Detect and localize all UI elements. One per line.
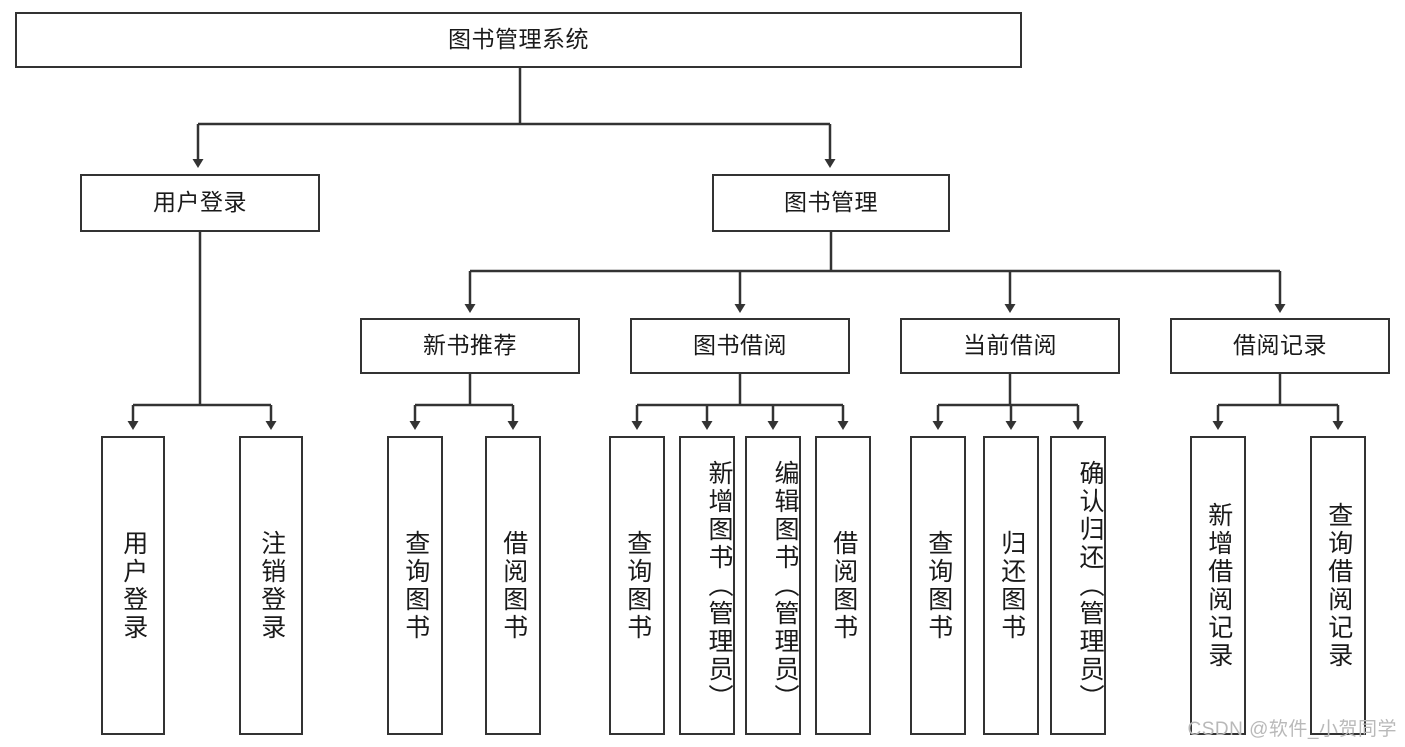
node-book-management-label: 图书管理 [784, 189, 878, 216]
node-leaf-query-borrow-record[interactable]: 查询借阅记录 [1310, 436, 1366, 735]
node-leaf-add-borrow-record[interactable]: 新增借阅记录 [1190, 436, 1246, 735]
node-leaf-query-borrow-record-label: 查询借阅记录 [1324, 501, 1353, 670]
node-leaf-add-borrow-record-label: 新增借阅记录 [1204, 501, 1233, 670]
node-borrow-record[interactable]: 借阅记录 [1170, 318, 1390, 374]
node-leaf-borrow-book-2-label: 借阅图书 [829, 529, 858, 642]
node-leaf-query-book-1-label: 查询图书 [401, 529, 430, 642]
node-leaf-confirm-return-admin[interactable]: 确认归还（管理员） [1050, 436, 1106, 735]
csdn-watermark: CSDN @软件_小贺同学 [1187, 719, 1397, 740]
node-current-borrow[interactable]: 当前借阅 [900, 318, 1120, 374]
node-leaf-query-book-2-label: 查询图书 [623, 529, 652, 642]
node-book-borrow-label: 图书借阅 [693, 332, 787, 359]
node-user-login-label: 用户登录 [153, 189, 247, 216]
node-leaf-user-login-label: 用户登录 [119, 529, 148, 642]
node-book-management[interactable]: 图书管理 [712, 174, 950, 232]
node-new-book-recommend[interactable]: 新书推荐 [360, 318, 580, 374]
node-new-book-recommend-label: 新书推荐 [423, 332, 517, 359]
node-current-borrow-label: 当前借阅 [963, 332, 1057, 359]
node-leaf-add-book-admin-label: 新增图书（管理员） [705, 459, 733, 712]
node-leaf-borrow-book-1[interactable]: 借阅图书 [485, 436, 541, 735]
node-root-label: 图书管理系统 [448, 26, 589, 53]
node-leaf-user-login[interactable]: 用户登录 [101, 436, 165, 735]
node-leaf-edit-book-admin[interactable]: 编辑图书（管理员） [745, 436, 801, 735]
node-leaf-query-book-2[interactable]: 查询图书 [609, 436, 665, 735]
node-leaf-query-book-3-label: 查询图书 [924, 529, 953, 642]
node-leaf-logout-login[interactable]: 注销登录 [239, 436, 303, 735]
node-user-login[interactable]: 用户登录 [80, 174, 320, 232]
node-root[interactable]: 图书管理系统 [15, 12, 1022, 68]
node-leaf-query-book-1[interactable]: 查询图书 [387, 436, 443, 735]
node-leaf-confirm-return-admin-label: 确认归还（管理员） [1076, 459, 1104, 712]
node-book-borrow[interactable]: 图书借阅 [630, 318, 850, 374]
node-leaf-borrow-book-2[interactable]: 借阅图书 [815, 436, 871, 735]
node-leaf-add-book-admin[interactable]: 新增图书（管理员） [679, 436, 735, 735]
node-borrow-record-label: 借阅记录 [1233, 332, 1327, 359]
node-leaf-edit-book-admin-label: 编辑图书（管理员） [771, 459, 799, 712]
node-leaf-return-book-label: 归还图书 [997, 529, 1026, 642]
node-leaf-borrow-book-1-label: 借阅图书 [499, 529, 528, 642]
node-leaf-return-book[interactable]: 归还图书 [983, 436, 1039, 735]
node-leaf-logout-login-label: 注销登录 [257, 529, 286, 642]
node-leaf-query-book-3[interactable]: 查询图书 [910, 436, 966, 735]
